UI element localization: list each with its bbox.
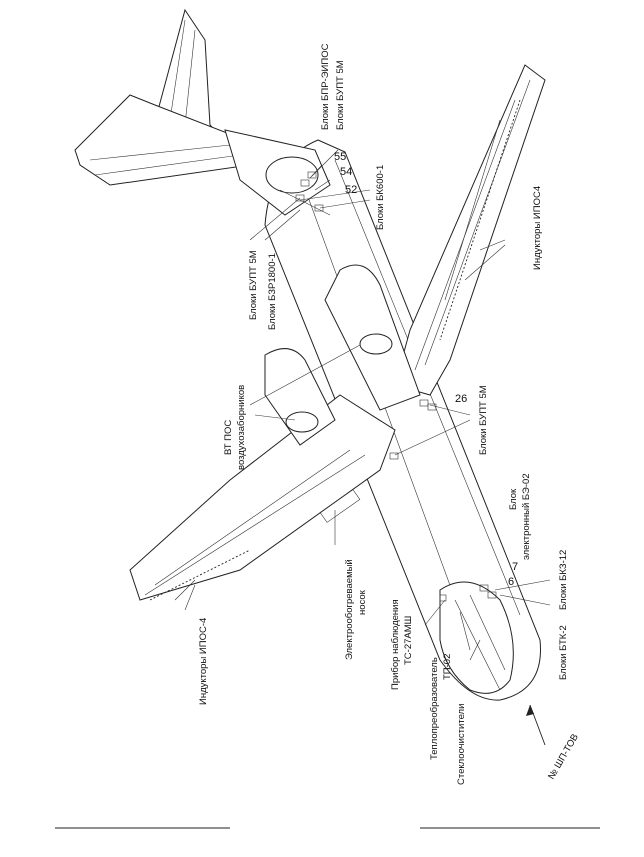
label-55: 55 [334, 151, 346, 163]
label-tp-1: Теплопреобразователь [429, 657, 440, 760]
leader-lines [174, 149, 551, 661]
fuselage [264, 139, 541, 701]
component-markers [295, 171, 497, 602]
tail [74, 8, 331, 216]
right-wing [324, 64, 546, 411]
label-tp-2: ТП-02 [442, 654, 453, 680]
label-6: 6 [508, 576, 514, 588]
label-be02-1: Блок [508, 488, 519, 510]
label-bupt-left: Блоки БУПТ 5М [248, 250, 259, 320]
label-bzr: Блоки БЗР1800-1 [267, 253, 278, 330]
label-bupt-mid: Блоки БУПТ 5М [478, 385, 489, 455]
label-tc-1: Прибор наблюдения [390, 599, 401, 690]
label-vt-pos-1: ВТ ПОС [223, 420, 234, 455]
direction-arrow [526, 704, 546, 746]
labels: Блоки БПР-ЭИПОС Блоки БУПТ 5М 55 54 52 Б… [198, 43, 581, 785]
label-vt-pos-2: воздухозаборников [236, 385, 247, 470]
label-btk: Блоки БТК-2 [558, 625, 569, 680]
label-7: 7 [512, 561, 518, 573]
label-tc-2: ТС-27АМШ [403, 616, 414, 665]
label-ipos4-right: Индукторы ИПОС4 [532, 186, 543, 270]
label-glass: Стеклоочистители [456, 704, 467, 785]
label-54: 54 [340, 166, 352, 178]
label-bk600: Блоки БК600-1 [375, 165, 386, 230]
label-bupt-top: Блоки БУПТ 5М [335, 60, 346, 130]
label-ipos4-left: Индукторы ИПОС-4 [198, 618, 209, 705]
label-be02-2: электронный БЭ-02 [521, 473, 532, 560]
label-bpr: Блоки БПР-ЭИПОС [320, 43, 331, 130]
label-bkz: Блоки БКЗ-12 [558, 550, 569, 610]
label-arrow: № ШП-ТОВ [546, 732, 581, 781]
label-nosok-1: Электрообогреваемый [344, 559, 355, 660]
label-52: 52 [345, 184, 357, 196]
label-26: 26 [455, 393, 467, 405]
label-nosok-2: носок [357, 589, 368, 615]
